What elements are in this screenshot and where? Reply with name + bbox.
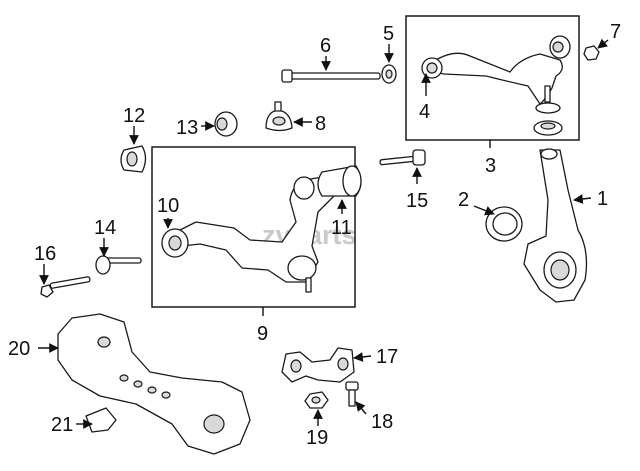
callout-17: 17 [376,346,398,368]
callout-1: 1 [597,188,608,210]
callout-15: 15 [406,190,428,212]
callout-10: 10 [157,195,179,217]
part-16-bolt [40,276,91,298]
part-14-bolt [95,255,142,275]
part-2-seal-ring [485,206,523,242]
part-20-crossmember [57,313,251,455]
leader-lines [38,38,609,429]
part-1-steering-knuckle [523,148,588,303]
callout-2: 2 [458,189,469,211]
callout-6: 6 [320,35,331,57]
callout-5: 5 [383,23,394,45]
callout-9: 9 [257,323,268,345]
part-9-lower-control-arm [161,175,335,293]
part-5-washer [381,64,397,84]
callout-21: 21 [51,414,73,436]
part-7-nut [583,45,600,61]
callout-16: 16 [34,243,56,265]
part-8-bump-stop [265,101,293,132]
lower-arm-group-box [151,146,356,308]
callout-11: 11 [331,217,352,239]
part-13-bushing [214,111,238,137]
upper-arm-group-box [405,15,580,141]
callout-7: 7 [610,21,621,43]
part-15-bolt [379,149,426,166]
part-6-bolt [281,69,381,83]
part-18-bolt [345,381,359,407]
part-12-bushing [120,145,147,173]
callout-4: 4 [419,101,430,123]
callout-20: 20 [8,338,30,360]
callout-13: 13 [176,117,198,139]
part-3-upper-control-arm [421,35,571,136]
part-19-nut [304,391,329,409]
part-11-bushing [317,165,362,197]
callout-14: 14 [94,217,116,239]
callout-3: 3 [485,155,496,177]
callout-8: 8 [315,113,326,135]
part-21-small-bracket [85,407,117,433]
callout-19: 19 [306,427,328,449]
part-17-bracket [281,347,355,383]
callout-18: 18 [371,411,393,433]
callout-12: 12 [123,105,145,127]
